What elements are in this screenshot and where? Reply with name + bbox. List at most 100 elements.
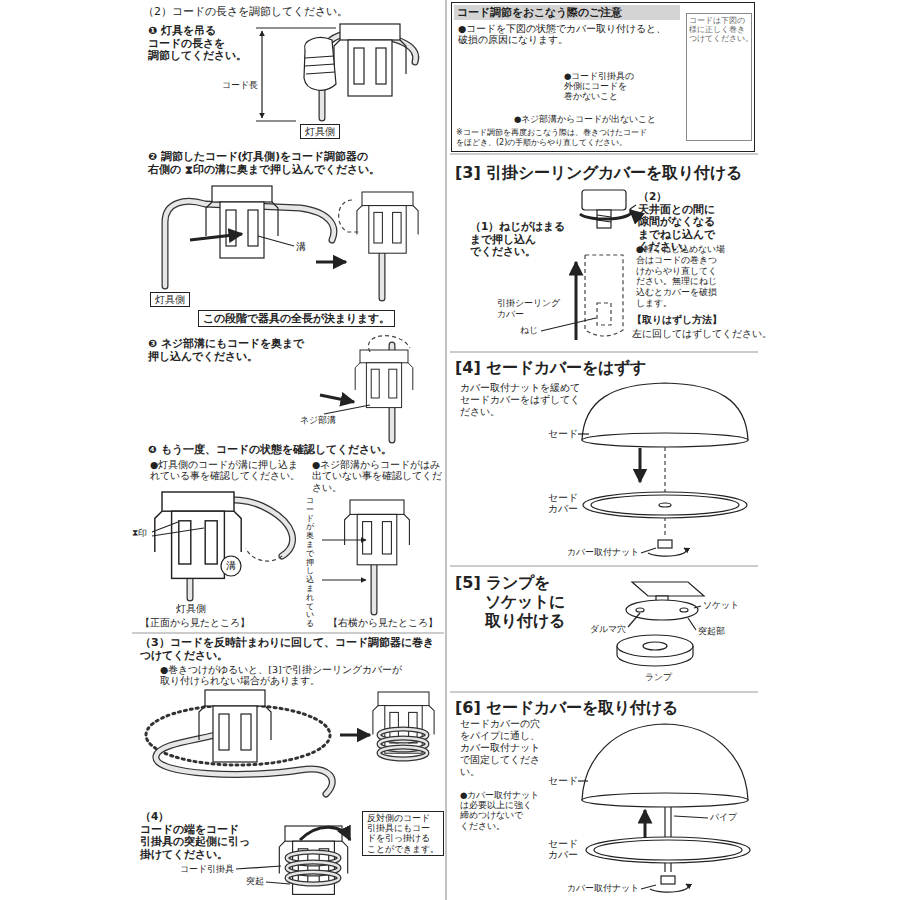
step1-figure: [261, 31, 262, 118]
ceiling-cover-figure: [541, 318, 596, 331]
shade-attach-figure: [586, 837, 750, 863]
step4-figure: [155, 492, 241, 578]
step1-figure: [304, 38, 336, 91]
caution-note: ●軽くねじ込めない場 合はコードの巻きつ けからやり直してく ださい。無理にねじ…: [636, 244, 731, 309]
step4-figure: [152, 522, 178, 532]
divider-rules: [450, 351, 758, 352]
step1-figure: [256, 27, 336, 28]
divider-rules: [132, 632, 444, 633]
divider-rules: [445, 0, 446, 900]
step4-figure: [322, 539, 366, 540]
part-label: セード カバー: [548, 492, 580, 515]
step4-figure: [345, 500, 410, 565]
step1-figure: [256, 120, 296, 121]
step-text: ❸ ネジ部溝にもコードを奥まで 押し込んでください。: [148, 337, 323, 362]
step1-figure: [305, 56, 335, 74]
ceiling-cover-figure: [575, 262, 578, 340]
box-text: 灯具側: [155, 294, 185, 305]
step-heading: （3）コードを反時計まわりに回して、コード調節器に巻き つけてください。: [140, 636, 442, 662]
step2-figure: [316, 261, 346, 264]
part-label: パイプ: [710, 812, 737, 823]
step4-figure: [152, 492, 409, 612]
shade-remove-figure: [578, 433, 589, 434]
step4-figure: [152, 528, 204, 536]
symbol-label: ⧗印: [132, 528, 147, 539]
note-box: この段階で器具の全長が決まります。: [198, 310, 395, 327]
part-label: ソケット: [703, 600, 739, 611]
box-text: この段階で器具の全長が決まります。: [203, 312, 390, 325]
lamp-figure: [636, 608, 644, 612]
wind-figure: [373, 692, 434, 753]
step3-figure: [324, 405, 370, 414]
step2-figure: [206, 186, 278, 258]
note-text: 左に回してはずしてください。: [632, 328, 772, 339]
step-heading: （2）コードの長さを調節してください。: [143, 5, 348, 18]
caution-panel: コード調節をおこなう際のご注意●コードを下図の状態でカバー取り付けると、 破損の…: [451, 2, 755, 152]
label-box: 灯具側: [150, 292, 190, 307]
callout-box: 反対側のコード 引掛具にもコー ドを引っ掛ける ことができます。: [362, 811, 444, 856]
part-label: コード引掛具: [180, 864, 234, 875]
ceiling-cover-figure: [582, 190, 626, 210]
step-text: セードカバーの穴 をパイプに通し、 カバー取付ナット で固定してくださ い。: [460, 718, 546, 778]
section-heading: [6] セードカバーを取り付ける: [455, 698, 678, 717]
lamp-figure: [680, 608, 688, 612]
shade-remove-figure: [658, 540, 672, 548]
shade-remove-figure: [639, 448, 642, 482]
divider-rules: [450, 691, 758, 692]
hint-panel: コードは下図の 様に正しく巻き つけてください。: [686, 13, 752, 141]
wind-figure: [340, 734, 370, 737]
step2-figure: [190, 234, 242, 240]
step-note: ●巻きつけがゆるいと、[3]で引掛シーリングカバーが 取り付けられない場合があり…: [160, 664, 416, 687]
label-box: 灯具側: [300, 124, 340, 139]
part-label: カバー取付ナット: [567, 883, 639, 894]
part-label: ランプ: [645, 672, 672, 683]
section-heading: [5] ランプを ソケットに 取り付ける: [455, 573, 595, 631]
step4-figure: [322, 579, 366, 580]
shade-remove-figure: [583, 492, 747, 518]
lamp-figure: [694, 606, 701, 608]
shade-attach-figure: [578, 780, 588, 781]
step2-figure: [339, 200, 360, 232]
step4-figure: [246, 548, 282, 561]
shade-remove-figure: [582, 433, 748, 447]
caution-callout: ●コード引掛具の 外側にコードを 巻かないこと: [564, 71, 636, 102]
caution-note: ●カバー取付ナット は必要以上に強く 締めつけないで ください。: [460, 790, 544, 831]
panel-heading: コード調節をおこなう際のご注意: [454, 5, 680, 20]
hook-figure: [287, 872, 339, 884]
note-heading: 【取りはずし方法】: [632, 314, 722, 325]
ceiling-cover-figure: [580, 210, 631, 219]
step3-figure: [355, 350, 413, 408]
shade-attach-figure: [661, 876, 675, 884]
part-label: カバー取付ナット: [567, 547, 639, 558]
box-text: 灯具側: [305, 126, 335, 137]
hook-figure: [300, 827, 350, 840]
hook-figure: [236, 826, 350, 894]
part-label: セード: [548, 428, 578, 439]
part-label: セード: [548, 775, 578, 786]
wind-figure: [146, 690, 434, 794]
part-label: 引掛シーリング カバー: [497, 298, 567, 320]
step3-figure: [355, 350, 413, 408]
shade-remove-figure: [659, 503, 671, 507]
part-label: 灯具側: [176, 603, 206, 614]
shade-attach-figure: [641, 885, 656, 889]
part-label: ねじ: [520, 325, 538, 336]
hook-figure: [266, 882, 290, 884]
shade-remove-figure: [641, 548, 656, 553]
part-label: 溝: [296, 241, 306, 253]
ceiling-cover-figure: [597, 303, 611, 325]
section-heading: [4] セードカバーをはずす: [455, 358, 646, 377]
check-note: ●ネジ部溝からコードがはみ 出ていない事を確認してくだ さい。: [312, 459, 442, 493]
part-label: セード カバー: [548, 838, 580, 861]
part-label: 突起部: [698, 626, 725, 637]
part-label: 突起: [246, 876, 264, 887]
dimension-label: コード長: [222, 80, 258, 91]
step4-figure: [345, 500, 410, 565]
wind-figure: [379, 747, 427, 759]
caution-callout: ●ネジ部溝からコードが出ないこと: [514, 114, 656, 124]
step2-figure: [165, 186, 418, 298]
step3-figure: [320, 395, 354, 402]
step2-figure: [357, 192, 418, 253]
